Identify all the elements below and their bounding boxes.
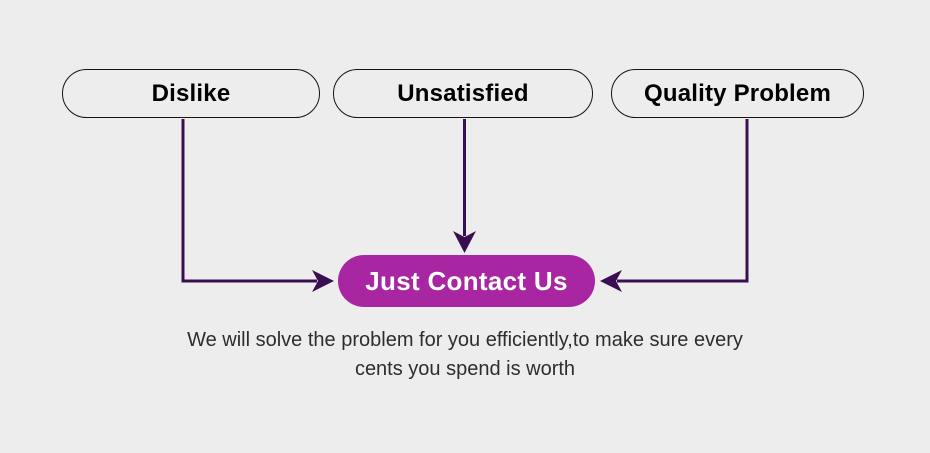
node-quality-problem-label: Quality Problem [643,79,832,107]
caption-line-2: cents you spend is worth [354,358,576,380]
caption-line-1: We will solve the problem for you effici… [187,329,743,351]
just-contact-us-label: Just Contact Us [365,265,568,296]
node-unsatisfied-label: Unsatisfied [397,79,529,107]
just-contact-us-button[interactable]: Just Contact Us [338,255,595,307]
node-quality-problem: Quality Problem [611,69,864,118]
arrow-dislike-to-contact-icon [181,119,334,292]
arrow-quality-to-contact-icon [600,119,749,292]
node-dislike-label: Dislike [151,79,231,107]
node-unsatisfied: Unsatisfied [333,69,593,118]
caption-text: We will solve the problem for you effici… [0,326,930,384]
arrow-unsatisfied-to-contact-icon [453,119,476,253]
node-dislike: Dislike [62,69,320,118]
